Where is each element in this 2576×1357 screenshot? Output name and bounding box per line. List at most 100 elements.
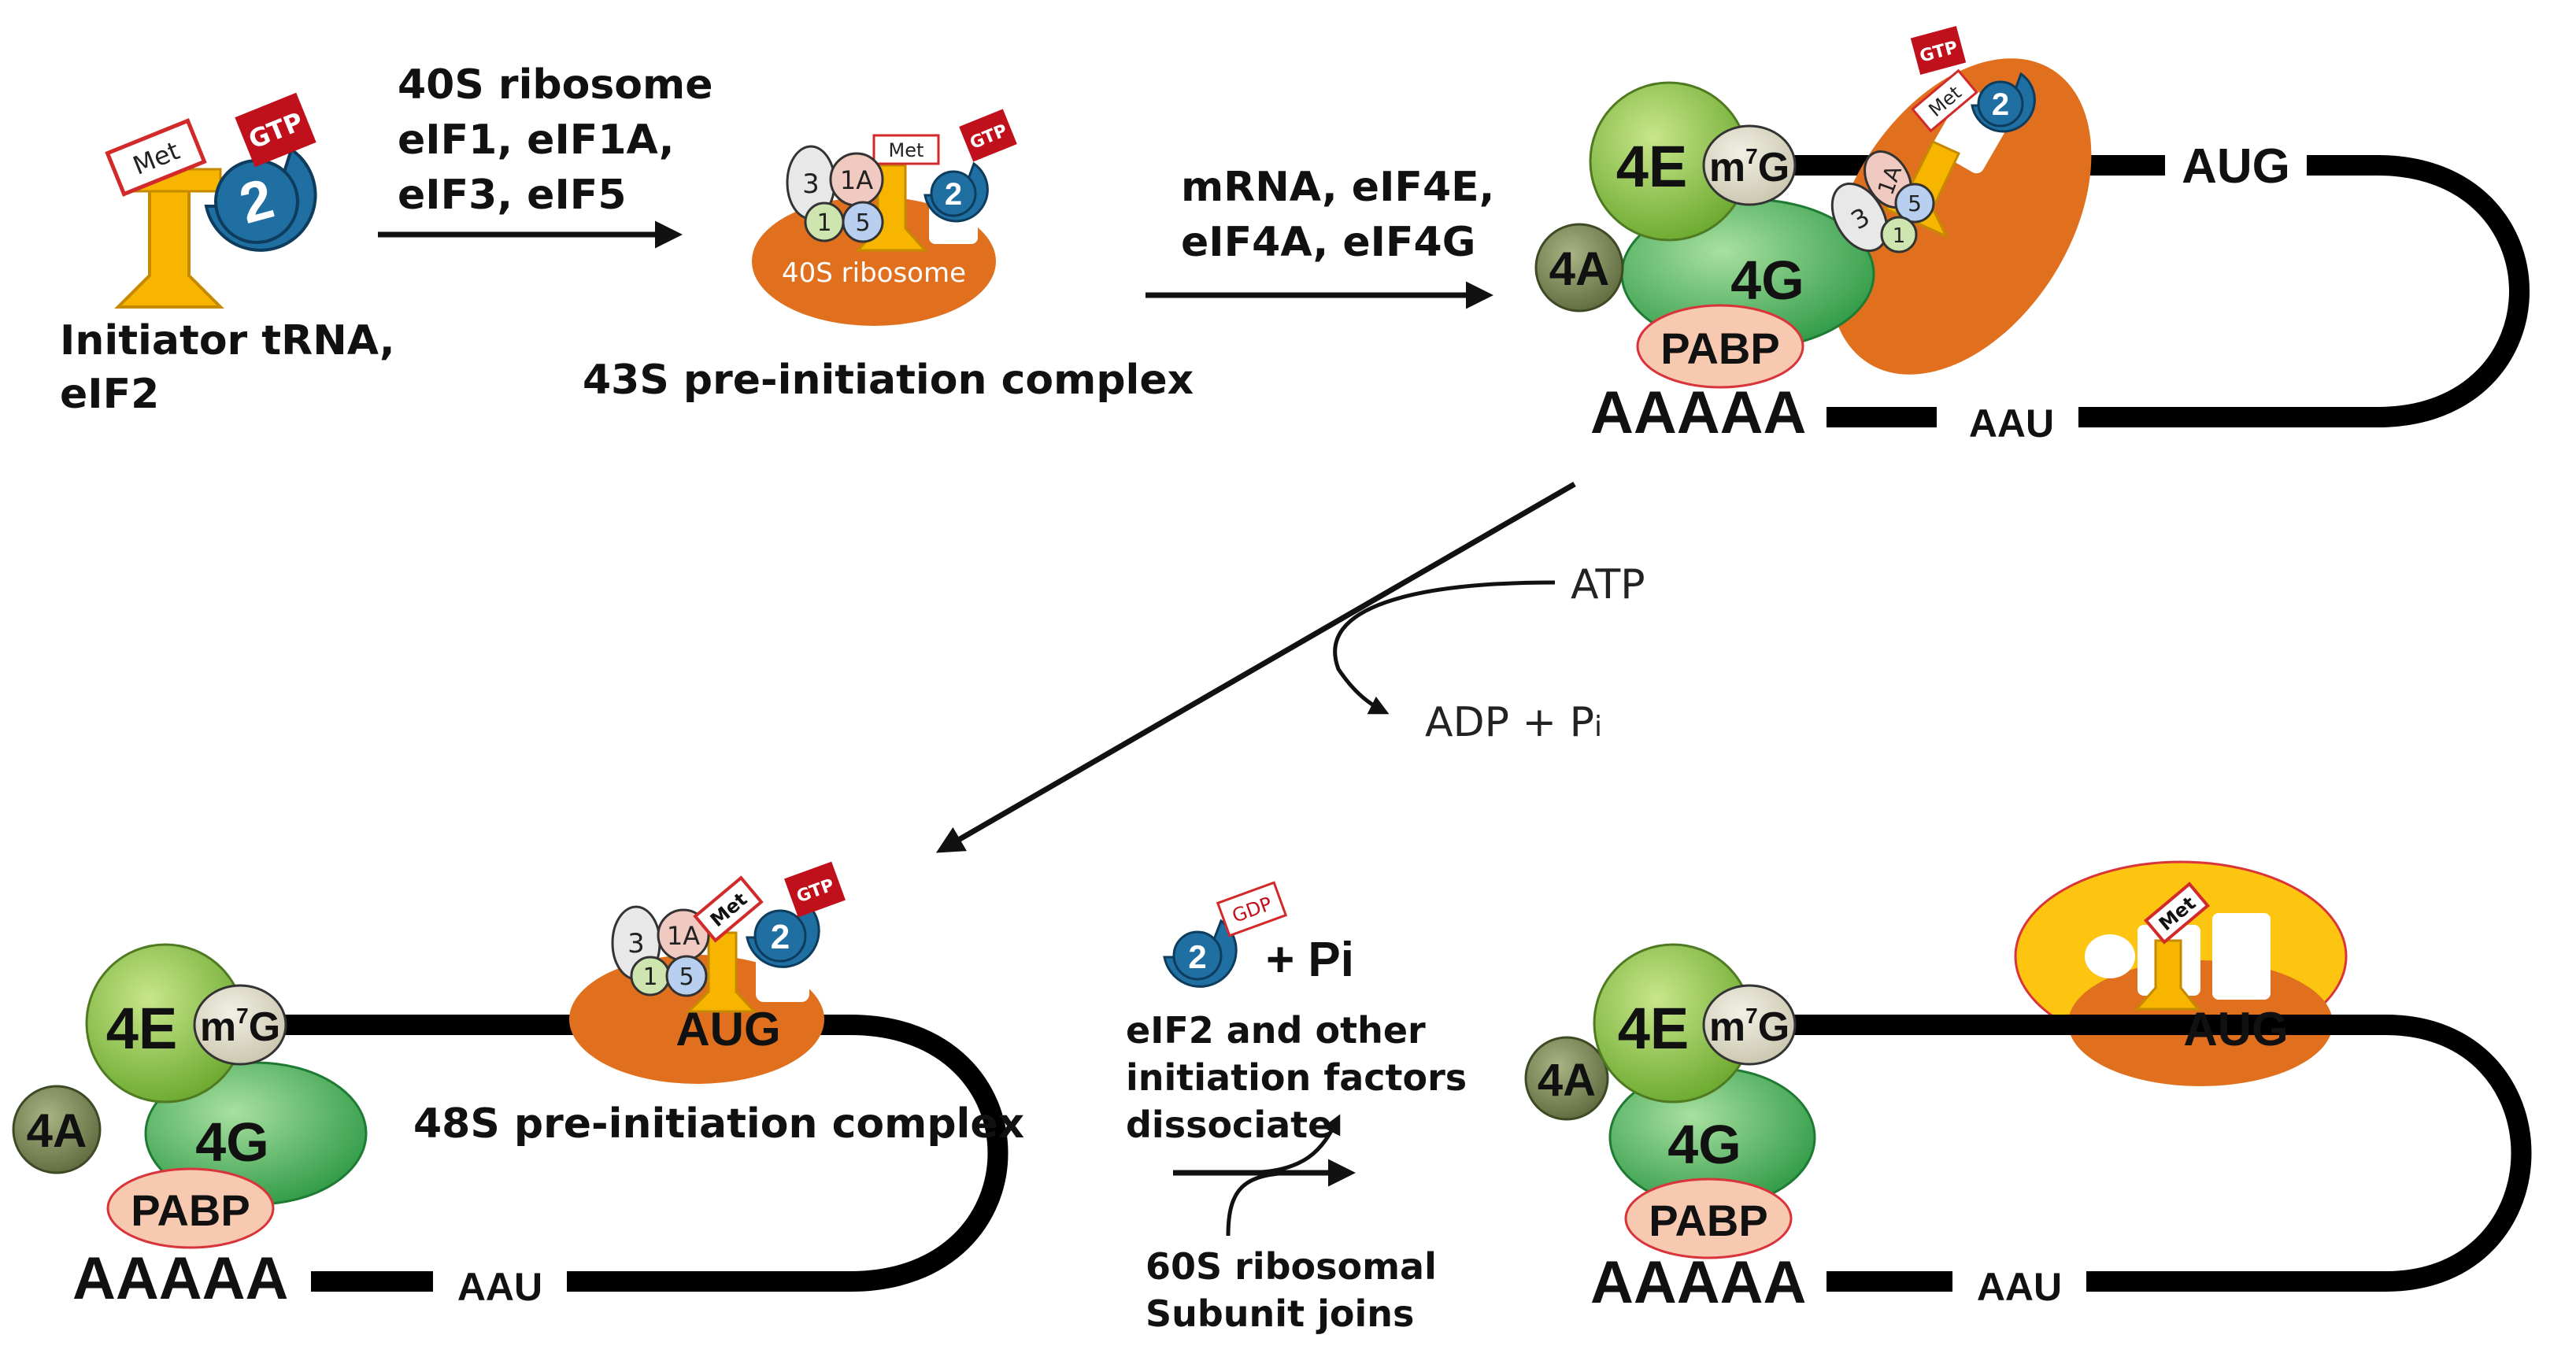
stage1-caption-line1: Initiator tRNA,	[60, 317, 395, 364]
stage5-trna	[2134, 939, 2201, 1011]
svg-text:m7G: m7G	[200, 1004, 280, 1050]
svg-text:1A: 1A	[667, 921, 700, 951]
stage5-eif4a	[1524, 1036, 1609, 1121]
arrow2-group: mRNA, eIF4E, eIF4A, eIF4G	[1146, 164, 1494, 309]
released-eif2-crescent-icon: 2	[1163, 919, 1238, 988]
adp-label: ADP + Pi	[1425, 699, 1602, 746]
svg-text:PABP: PABP	[1660, 324, 1779, 373]
svg-text:1: 1	[1893, 224, 1906, 248]
stage3-pabp	[1636, 304, 1804, 389]
arrow4-group: 2 GDP + Pi eIF2 and other initiation fac…	[1126, 881, 1467, 1335]
svg-text:4A: 4A	[1549, 242, 1610, 295]
svg-text:4G: 4G	[1667, 1114, 1741, 1175]
stage4-gtp-tag: GTP	[784, 861, 846, 918]
svg-text:1: 1	[642, 963, 657, 991]
stage2-eif2-crescent-icon: 2	[923, 161, 989, 223]
met-tag: Met	[105, 118, 207, 197]
initiator-trna-eif2-group: 2 Met GTP Initiator tRNA, eIF2	[60, 92, 395, 418]
stage2-caption: 43S pre-initiation complex	[583, 357, 1194, 404]
stage5-polya: AAAAA	[1590, 1249, 1806, 1316]
dissociate-line2: initiation factors	[1126, 1056, 1467, 1099]
plus-pi-label: + Pi	[1266, 933, 1354, 987]
svg-text:3: 3	[627, 928, 645, 960]
svg-text:2: 2	[1992, 87, 2009, 122]
stage5-80s-complex: AUG AAU Met 4G 4A PABP 4E m7G AAAAA	[1524, 860, 2532, 1316]
svg-text:5: 5	[1908, 190, 1922, 216]
dissociate-line1: eIF2 and other	[1126, 1009, 1426, 1052]
svg-text:2: 2	[771, 918, 790, 956]
stage4-48s-complex: AAU AUG 3 1A 1 5 Met 2 GTP 4G 4A	[12, 861, 1024, 1312]
arrow3-line	[935, 481, 1576, 853]
arrow1-line2: eIF1, eIF1A,	[398, 116, 674, 164]
join-line1: 60S ribosomal	[1146, 1245, 1437, 1288]
stage3-aug: AUG	[2182, 139, 2290, 194]
svg-text:m7G: m7G	[1709, 144, 1790, 190]
arrow2-line2: eIF4A, eIF4G	[1181, 219, 1475, 266]
stage4-aau: AAU	[457, 1265, 542, 1309]
stage3-mrna-loop	[2078, 155, 2530, 427]
arrow4-join-curve	[1226, 1170, 1292, 1237]
stage3-eif5	[1894, 183, 1935, 224]
initiator-trna	[114, 179, 224, 309]
stage3-eif1	[1880, 216, 1918, 253]
stage3-mrna-complex: AUG AAU 4G 4A PABP 4E m7G AAAAA 3 1A 5 1	[1534, 26, 2530, 446]
ribosome-40s-label: 40S ribosome	[782, 257, 966, 289]
atp-label: ATP	[1571, 561, 1645, 608]
dissociate-line3: dissociate	[1126, 1104, 1332, 1146]
svg-text:4E: 4E	[1618, 996, 1690, 1061]
arrow4-dissociate-curve	[1243, 1114, 1341, 1175]
arrow1-line1: 40S ribosome	[398, 61, 712, 109]
stage5-pabp	[1624, 1178, 1793, 1259]
stage1-caption-line2: eIF2	[60, 371, 159, 418]
svg-text:4G: 4G	[1730, 250, 1804, 311]
stage3-eif2-crescent-icon: 2	[1971, 72, 2036, 133]
stage3-gtp-tag: GTP	[1910, 26, 1967, 75]
svg-text:2: 2	[1188, 938, 1206, 975]
svg-text:4G: 4G	[195, 1111, 268, 1173]
join-line2: Subunit joins	[1146, 1292, 1414, 1335]
eif2-crescent-icon: 2	[204, 146, 317, 252]
gtp-tag: GTP	[235, 92, 316, 168]
svg-text:PABP: PABP	[1649, 1196, 1767, 1245]
stage3-eif3	[1830, 182, 1889, 253]
stage5-aug: AUG	[2183, 1003, 2288, 1056]
svg-text:Met: Met	[889, 139, 924, 161]
svg-text:3: 3	[802, 168, 820, 200]
stage5-m7g-cap: m7G	[1702, 984, 1797, 1066]
svg-text:4A: 4A	[1538, 1055, 1596, 1106]
stage4-eif4a	[12, 1085, 102, 1174]
stage4-polya: AAAAA	[72, 1245, 288, 1312]
a-site-pocket	[2212, 913, 2271, 1000]
stage5-mrna-loop	[2086, 1015, 2532, 1292]
e-site-pocket	[2085, 934, 2135, 978]
gdp-tag: GDP	[1216, 881, 1288, 937]
stage4-eif5	[665, 955, 708, 997]
svg-text:2: 2	[945, 177, 962, 212]
stage5-aau: AAU	[1977, 1265, 2062, 1309]
stage4-caption: 48S pre-initiation complex	[413, 1100, 1024, 1148]
svg-text:5: 5	[679, 963, 694, 991]
stage4-mrna-loop	[567, 1015, 1009, 1292]
svg-text:5: 5	[855, 209, 870, 237]
svg-text:m7G: m7G	[1709, 1004, 1790, 1050]
svg-text:4A: 4A	[27, 1104, 87, 1157]
stage3-ribosome-40s	[1829, 58, 2092, 375]
stage2-43s-complex: 40S ribosome 2 Met GTP 3 1A 1 5 43S pre-…	[583, 109, 1194, 404]
arrow3-group: ATP ADP + Pi	[935, 481, 1645, 853]
svg-text:4E: 4E	[1616, 134, 1688, 199]
arrow3-atp-curve	[1333, 580, 1556, 715]
arrow1-group: 40S ribosome eIF1, eIF1A, eIF3, eIF5	[378, 61, 712, 249]
stage3-m7g-cap: m7G	[1702, 124, 1797, 206]
eif5-circle	[842, 201, 884, 243]
svg-text:1: 1	[816, 209, 831, 237]
stage3-polya: AAAAA	[1590, 379, 1806, 446]
stage3-eif4a	[1534, 223, 1624, 312]
stage2-gtp-tag: GTP	[959, 109, 1017, 162]
stage3-aau: AAU	[1969, 401, 2054, 446]
arrow1-line3: eIF3, eIF5	[398, 172, 627, 219]
svg-text:4E: 4E	[106, 996, 178, 1061]
stage2-met-tag: Met	[872, 134, 940, 165]
svg-text:PABP: PABP	[131, 1185, 250, 1235]
svg-text:1A: 1A	[840, 165, 873, 195]
